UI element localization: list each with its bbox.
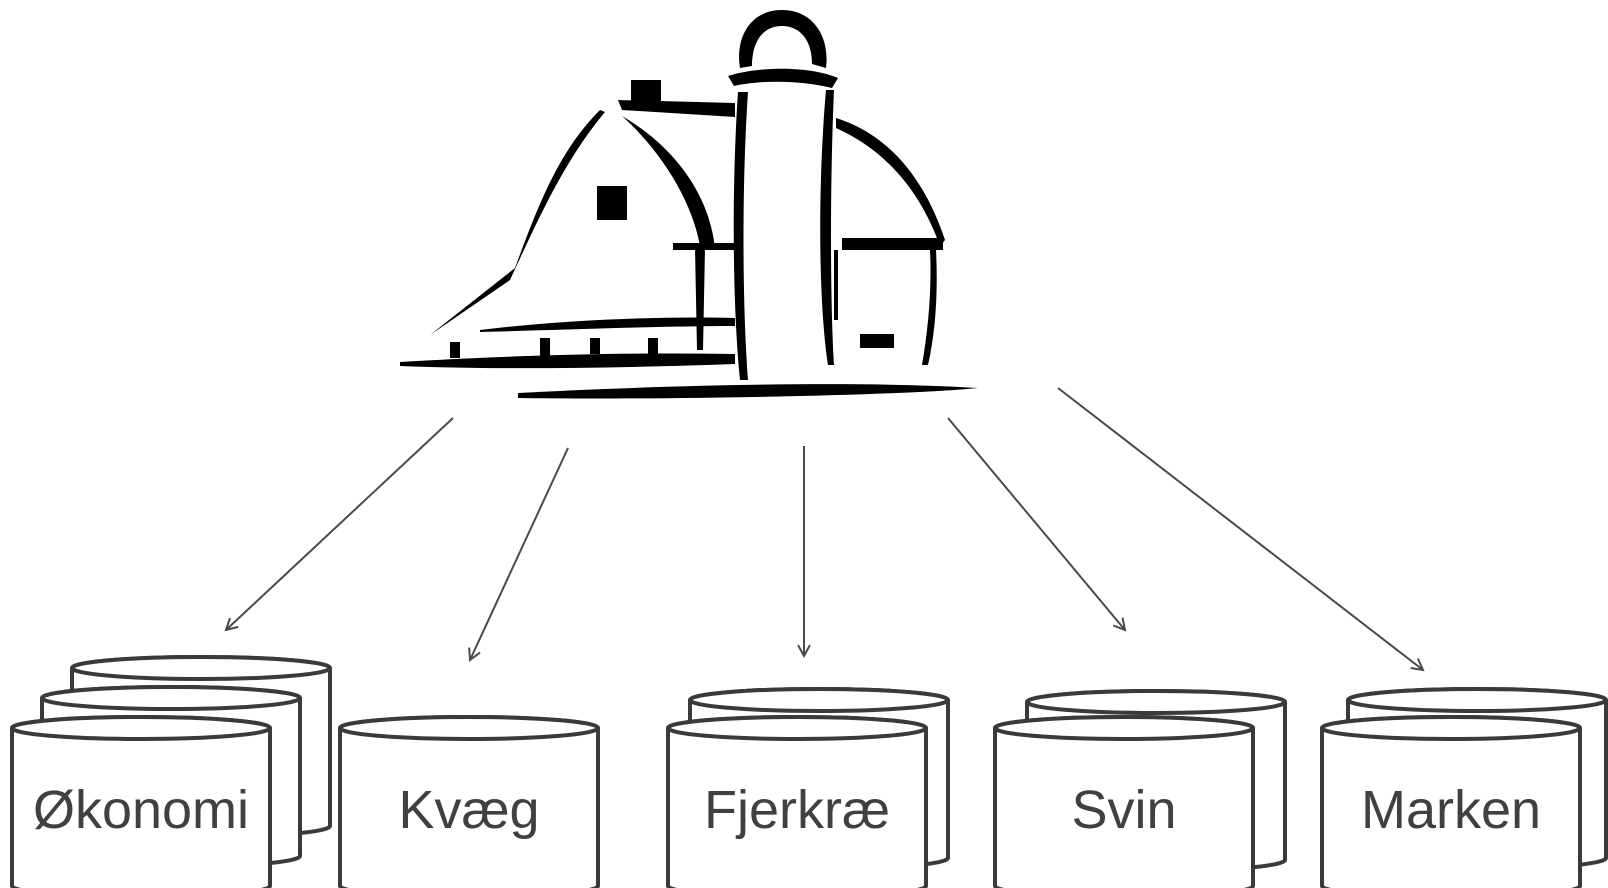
database-label: Fjerkræ bbox=[704, 780, 890, 840]
database-label: Svin bbox=[1071, 780, 1176, 840]
arrow-kvaeg bbox=[470, 447, 569, 660]
database-label: Marken bbox=[1361, 780, 1541, 840]
database-cylinder-front bbox=[10, 715, 272, 888]
database-label: Økonomi bbox=[33, 780, 249, 840]
database-label: Kvæg bbox=[398, 780, 539, 840]
database-kvaeg: Kvæg bbox=[338, 715, 600, 888]
database-group: Økonomi Kvæg Fjerkræ Svin Marken bbox=[10, 655, 1608, 888]
database-cylinder-front bbox=[993, 715, 1255, 888]
database-cylinder-front bbox=[666, 715, 928, 888]
arrow-marken bbox=[1057, 387, 1423, 670]
database-cylinder-front bbox=[1320, 715, 1582, 888]
database-fjerkrae: Fjerkræ bbox=[666, 687, 950, 888]
database-marken: Marken bbox=[1320, 687, 1608, 888]
arrow-okonomi bbox=[226, 417, 454, 630]
arrow-svin bbox=[947, 417, 1125, 630]
database-cylinder-front bbox=[338, 715, 600, 888]
farm-barn-silo-icon bbox=[400, 10, 978, 399]
arrows bbox=[226, 387, 1423, 670]
database-svin: Svin bbox=[993, 689, 1287, 888]
database-okonomi: Økonomi bbox=[10, 655, 332, 888]
